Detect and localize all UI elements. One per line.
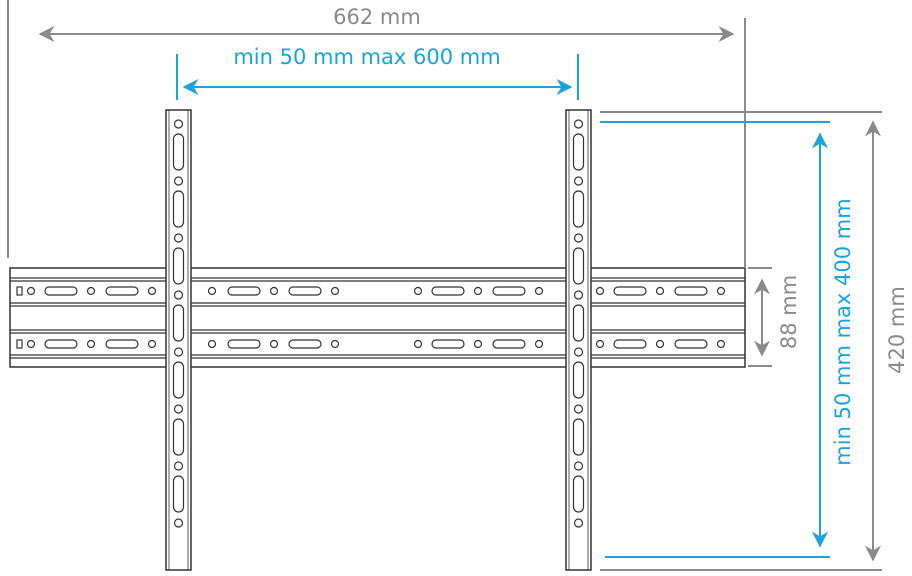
vesa-vertical-dimension: [600, 121, 830, 558]
vesa-vertical-label: min 50 mm max 400 mm: [831, 198, 855, 465]
strip-round-hole: [173, 404, 184, 414]
rail-slot-hole: [105, 286, 139, 296]
strip-round-hole: [173, 233, 184, 243]
rail-round-hole: [26, 339, 36, 349]
rail-round-hole: [655, 286, 665, 296]
strip-round-hole: [573, 119, 584, 129]
rail-round-hole: [269, 286, 279, 296]
strip-slot-hole: [172, 361, 185, 399]
rail-slot-hole: [613, 339, 647, 349]
rail-round-hole: [330, 339, 340, 349]
rail-height-label: 88 mm: [777, 275, 801, 349]
strip-slot-hole: [172, 247, 185, 285]
rail-slot-hole: [288, 339, 322, 349]
rail-round-hole: [473, 339, 483, 349]
rail-slot-hole: [431, 286, 465, 296]
rail-round-hole: [595, 286, 605, 296]
rail-round-hole: [86, 339, 96, 349]
strip-round-hole: [173, 119, 184, 129]
rail-slot-hole: [674, 286, 708, 296]
strip-slot-hole: [572, 304, 585, 342]
strip-slot-hole: [572, 133, 585, 171]
strip-slot-hole: [172, 475, 185, 513]
strip-slot-hole: [172, 190, 185, 228]
mount-bracket: [9, 109, 746, 571]
rail-round-hole: [86, 286, 96, 296]
rail-round-hole: [595, 339, 605, 349]
strip-slot-hole: [572, 190, 585, 228]
rail-slot-hole: [105, 339, 139, 349]
rail-round-hole: [716, 339, 726, 349]
strip-round-hole: [173, 461, 184, 471]
overall-width-dimension: [7, 0, 746, 268]
strip-slot-hole: [172, 133, 185, 171]
strip-round-hole: [573, 176, 584, 186]
rail-slot-hole: [44, 339, 78, 349]
strip-slot-hole: [572, 475, 585, 513]
rail-slot-hole: [288, 286, 322, 296]
strip-round-hole: [573, 290, 584, 300]
rail-round-hole: [655, 339, 665, 349]
rail-round-hole: [413, 339, 423, 349]
rail-slot-hole: [227, 339, 261, 349]
overall-height-dimension: [600, 111, 882, 571]
rail-round-hole: [473, 286, 483, 296]
rail-slot-hole: [674, 339, 708, 349]
rail-round-hole: [413, 286, 423, 296]
strip-round-hole: [173, 176, 184, 186]
rail-round-hole: [26, 286, 36, 296]
strip-round-hole: [173, 290, 184, 300]
rail-slot-hole: [431, 339, 465, 349]
strip-round-hole: [173, 518, 184, 528]
overall-height-label: 420 mm: [885, 286, 909, 374]
rail-slot-hole: [227, 286, 261, 296]
rail-round-hole: [207, 286, 217, 296]
rail-round-hole: [269, 339, 279, 349]
strip-slot-hole: [572, 247, 585, 285]
strip-round-hole: [573, 461, 584, 471]
strip-slot-hole: [172, 304, 185, 342]
rail-slot-hole: [492, 286, 526, 296]
rail-height-dimension: [748, 267, 772, 367]
rail-square-hole: [16, 339, 23, 349]
rail-round-hole: [147, 286, 157, 296]
rail-slot-hole: [44, 286, 78, 296]
strip-slot-hole: [572, 418, 585, 456]
strip-round-hole: [573, 233, 584, 243]
rail-round-hole: [534, 339, 544, 349]
vesa-horizontal-dimension: [176, 54, 579, 100]
overall-width-label: 662 mm: [333, 5, 421, 29]
rail-round-hole: [534, 286, 544, 296]
rail-round-hole: [716, 286, 726, 296]
rail-round-hole: [330, 286, 340, 296]
strip-slot-hole: [572, 361, 585, 399]
wall-rail: [9, 267, 746, 368]
rail-slot-hole: [613, 286, 647, 296]
strip-round-hole: [573, 518, 584, 528]
strip-round-hole: [173, 347, 184, 357]
rail-round-hole: [147, 339, 157, 349]
strip-slot-hole: [172, 418, 185, 456]
rail-square-hole: [16, 286, 23, 296]
vesa-horizontal-label: min 50 mm max 600 mm: [233, 45, 500, 69]
rail-round-hole: [207, 339, 217, 349]
rail-slot-hole: [492, 339, 526, 349]
strip-round-hole: [573, 347, 584, 357]
strip-round-hole: [573, 404, 584, 414]
